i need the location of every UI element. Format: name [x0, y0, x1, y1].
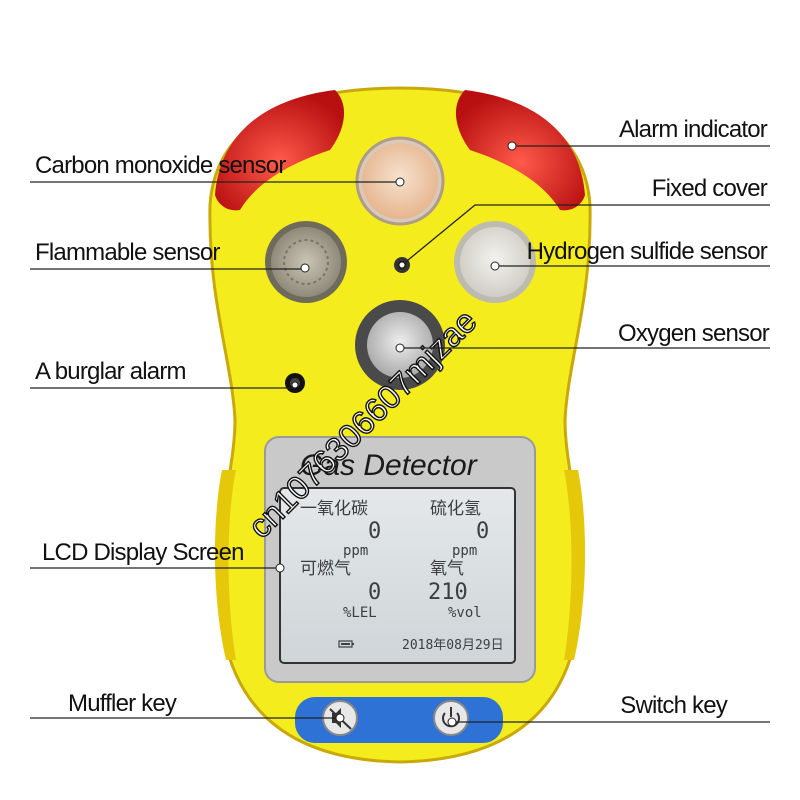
leader-dots: [275, 141, 517, 727]
label-switch-key: Switch key: [620, 692, 728, 719]
leader-lines: [30, 145, 770, 723]
label-oxygen-sensor: Oxygen sensor: [617, 320, 770, 347]
lcd-gas3-value: 0: [368, 580, 381, 605]
alarm-indicator-right: [455, 90, 585, 211]
lcd-screen: [279, 487, 516, 664]
label-fixed-cover: Fixed cover: [651, 175, 768, 202]
lcd-gas1-unit: ppm: [343, 543, 368, 559]
label-carbon-monoxide-sensor: Carbon monoxide sensor: [35, 152, 286, 179]
lcd-gas3-name: 可燃气: [300, 559, 351, 579]
alarm-indicator-left: [215, 90, 345, 211]
label-alarm-indicator: Alarm indicator: [618, 116, 768, 143]
label-burglar-alarm: A burglar alarm: [35, 358, 187, 385]
lcd-gas2-value: 0: [476, 519, 489, 544]
right-grip: [564, 470, 586, 660]
flammable-sensor: [265, 221, 347, 303]
leader-fixed: [401, 204, 770, 266]
label-hydrogen-sulfide-sensor: Hydrogen sulfide sensor: [526, 238, 768, 265]
label-lcd-display-screen: LCD Display Screen: [42, 539, 244, 566]
lcd-gas4-value: 210: [428, 580, 468, 605]
lcd-gas1-value: 0: [368, 519, 381, 544]
lcd-gas2-name: 硫化氢: [430, 499, 481, 519]
lcd-gas4-unit: %vol: [448, 605, 482, 621]
label-muffler-key: Muffler key: [68, 690, 177, 717]
lcd-gas1-name: 一氧化碳: [300, 499, 368, 519]
lcd-gas4-name: 氧气: [430, 559, 464, 579]
lcd-battery-icon: [338, 640, 354, 648]
lcd-date: 2018年08月29日: [402, 638, 504, 653]
lcd-gas3-unit: %LEL: [343, 605, 377, 621]
lcd-gas2-unit: ppm: [452, 543, 477, 559]
label-flammable-sensor: Flammable sensor: [35, 239, 220, 266]
left-grip: [214, 470, 236, 660]
lcd-title: Gas Detector: [300, 449, 478, 482]
